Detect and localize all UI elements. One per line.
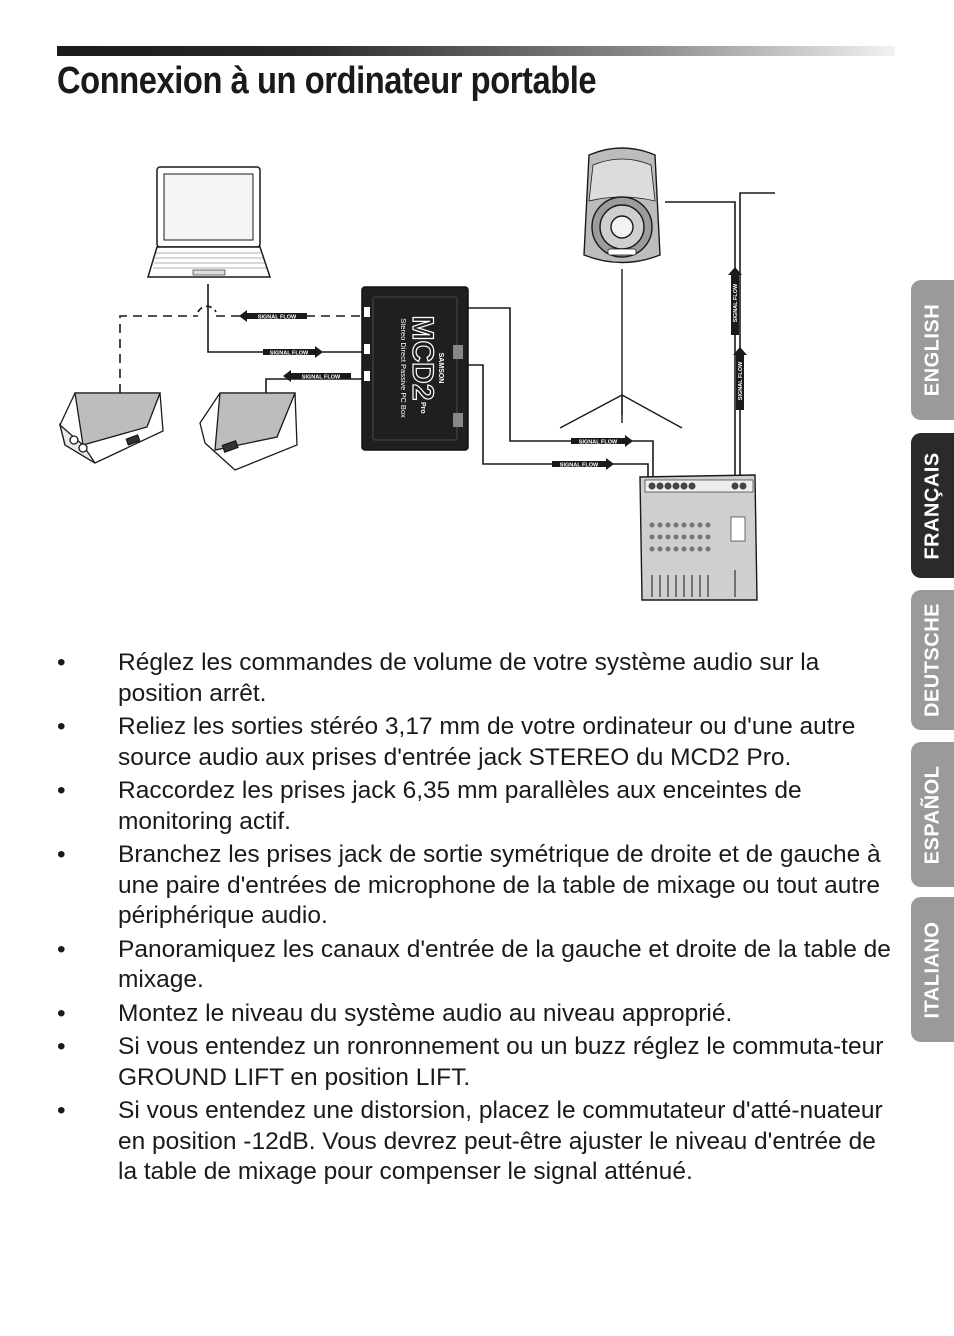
tab-label: ENGLISH bbox=[921, 303, 943, 397]
bullet-marker: • bbox=[57, 999, 66, 1027]
tab-espanol[interactable]: ESPAÑOL bbox=[911, 742, 954, 887]
svg-text:SIGNAL FLOW: SIGNAL FLOW bbox=[579, 440, 618, 446]
signal-flow-arrow: SIGNAL FLOW bbox=[728, 267, 742, 335]
instruction-text: Montez le niveau du système audio au niv… bbox=[118, 999, 733, 1027]
instruction-list: • Réglez les commandes de volume de votre… bbox=[57, 648, 897, 1191]
instruction-text: Reliez les sorties stéréo 3,17 mm de vot… bbox=[118, 713, 856, 771]
tab-deutsche[interactable]: DEUTSCHE bbox=[911, 590, 954, 730]
svg-text:SIGNAL FLOW: SIGNAL FLOW bbox=[733, 283, 739, 322]
laptop-illustration bbox=[146, 166, 272, 278]
svg-text:Stereo Direct Passive PC Box: Stereo Direct Passive PC Box bbox=[399, 318, 408, 418]
instruction-item: • Montez le niveau du système audio au ni… bbox=[57, 999, 897, 1030]
instruction-item: • Panoramiquez les canaux d'entrée de la … bbox=[57, 935, 897, 996]
bullet-marker: • bbox=[57, 649, 66, 676]
instruction-item: • Si vous entendez un ronronnement ou un … bbox=[57, 1032, 897, 1093]
instruction-item: • Reliez les sorties stéréo 3,17 mm de vo… bbox=[57, 712, 897, 773]
svg-text:SAMSON: SAMSON bbox=[437, 353, 444, 384]
page-title: Connexion à un ordinateur portable bbox=[57, 60, 597, 102]
instruction-item: • Si vous entendez une distorsion, placez… bbox=[57, 1096, 897, 1188]
signal-flow-arrow: SIGNAL FLOW bbox=[571, 435, 633, 447]
bullet-marker: • bbox=[57, 777, 66, 804]
signal-flow-arrows: SIGNAL FLOW SIGNAL FLOW SIGNAL FLOW SIGN… bbox=[239, 267, 747, 470]
svg-text:SIGNAL FLOW: SIGNAL FLOW bbox=[560, 463, 599, 469]
tab-francais[interactable]: FRANÇAIS bbox=[911, 433, 954, 578]
svg-text:SIGNAL FLOW: SIGNAL FLOW bbox=[258, 315, 297, 321]
svg-text:SIGNAL FLOW: SIGNAL FLOW bbox=[302, 375, 341, 381]
tab-label: ITALIANO bbox=[921, 921, 943, 1018]
instruction-text: Si vous entendez un ronronnement ou un b… bbox=[118, 1033, 884, 1091]
signal-flow-arrow: SIGNAL FLOW bbox=[733, 347, 747, 410]
tab-italiano[interactable]: ITALIANO bbox=[911, 897, 954, 1042]
signal-flow-arrow: SIGNAL FLOW bbox=[239, 310, 307, 322]
tab-label: ESPAÑOL bbox=[921, 765, 943, 864]
svg-text:Pro: Pro bbox=[419, 402, 426, 414]
bullet-marker: • bbox=[57, 1033, 66, 1060]
mcd2-direct-box: SAMSON MCD2 Pro Stereo Direct Passive PC… bbox=[361, 286, 469, 451]
instruction-text: Panoramiquez les canaux d'entrée de la g… bbox=[118, 935, 891, 994]
instruction-item: • Branchez les prises jack de sortie symé… bbox=[57, 840, 897, 932]
instruction-item: • Raccordez les prises jack 6,35 mm paral… bbox=[57, 776, 897, 837]
bullet-marker: • bbox=[57, 841, 66, 868]
svg-text:MCD2: MCD2 bbox=[406, 315, 439, 400]
instruction-text: Si vous entendez une distorsion, placez … bbox=[118, 1097, 883, 1185]
bullet-marker: • bbox=[57, 935, 66, 963]
mixing-console bbox=[639, 474, 758, 601]
connection-diagram: SIGNAL FLOW SIGNAL FLOW SIGNAL FLOW SIGN… bbox=[58, 147, 775, 601]
signal-flow-arrow: SIGNAL FLOW bbox=[263, 346, 323, 358]
header-rule bbox=[57, 46, 895, 56]
tab-label: DEUTSCHE bbox=[921, 602, 943, 718]
svg-text:SIGNAL FLOW: SIGNAL FLOW bbox=[270, 351, 309, 357]
bullet-marker: • bbox=[57, 1097, 66, 1124]
pa-speaker-left bbox=[559, 147, 683, 429]
bullet-marker: • bbox=[57, 713, 66, 740]
signal-flow-arrow: SIGNAL FLOW bbox=[552, 458, 614, 470]
cable-lines bbox=[119, 192, 775, 483]
signal-flow-arrow: SIGNAL FLOW bbox=[283, 370, 351, 382]
instruction-text: Réglez les commandes de volume de votre … bbox=[118, 649, 820, 707]
floor-monitor-left bbox=[58, 392, 164, 464]
tab-label: FRANÇAIS bbox=[921, 451, 943, 560]
instruction-text: Branchez les prises jack de sortie symét… bbox=[118, 841, 881, 929]
svg-text:SIGNAL FLOW: SIGNAL FLOW bbox=[738, 361, 744, 400]
floor-monitor-right bbox=[199, 392, 298, 471]
instruction-item: • Réglez les commandes de volume de votre… bbox=[57, 648, 897, 709]
instruction-text: Raccordez les prises jack 6,35 mm parall… bbox=[118, 777, 802, 835]
tab-english[interactable]: ENGLISH bbox=[911, 280, 954, 420]
